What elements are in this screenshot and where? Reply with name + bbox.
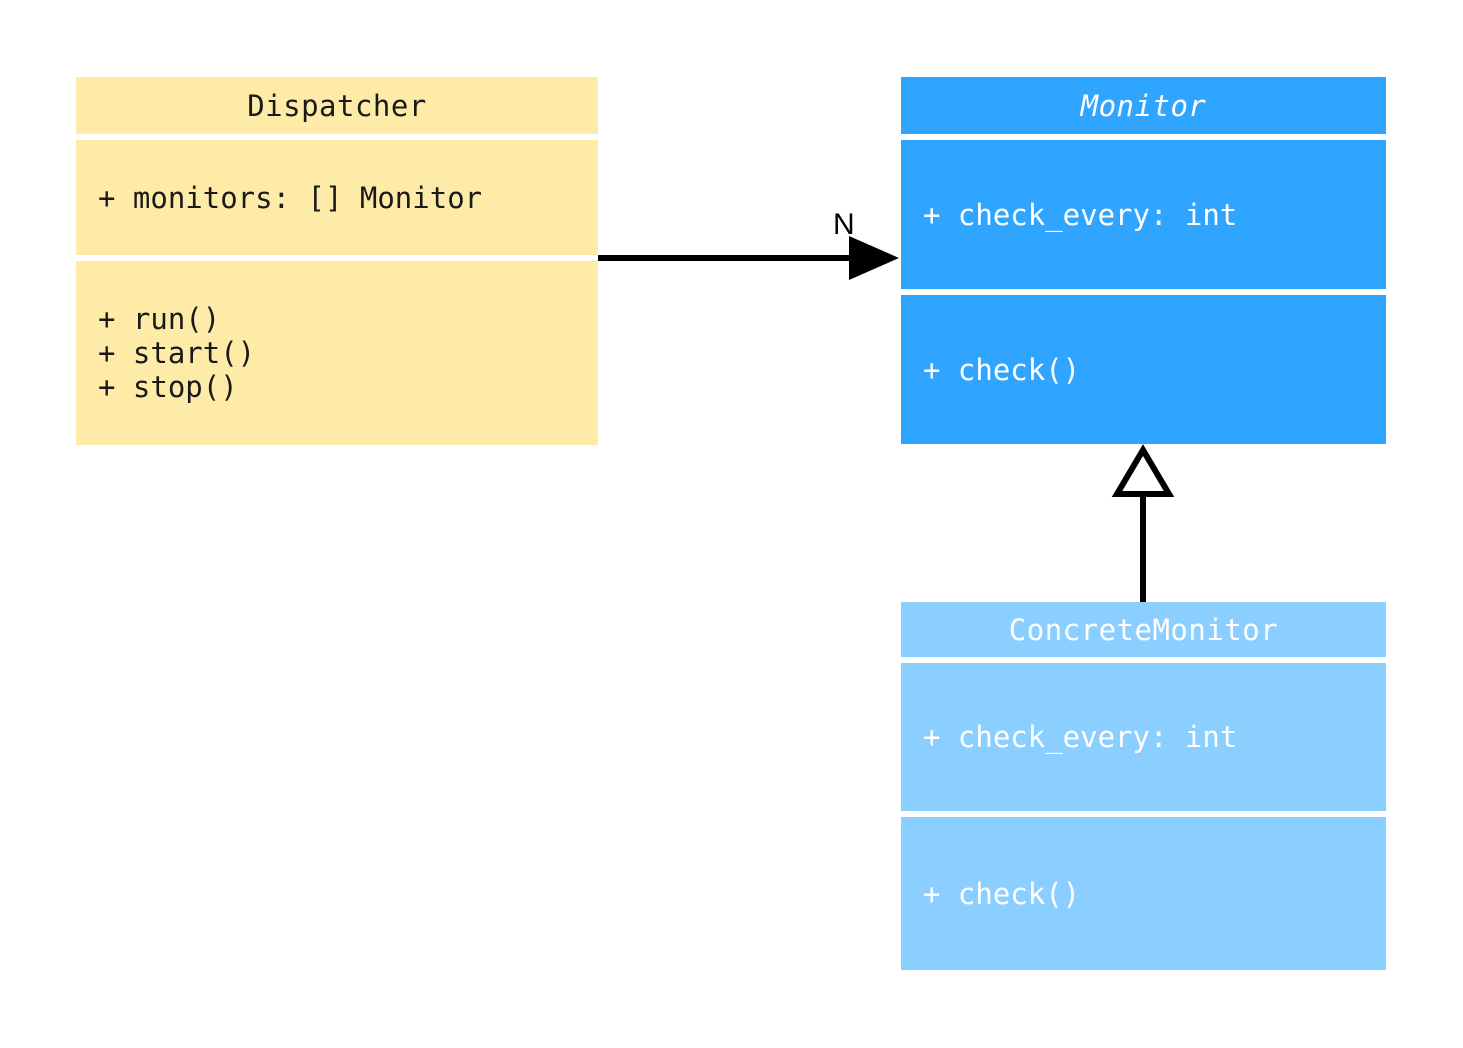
class-attributes-dispatcher: + monitors: [] Monitor [76,140,598,255]
class-title-concrete-monitor: ConcreteMonitor [901,602,1386,657]
class-methods-concrete-monitor: + check() [901,817,1386,970]
class-attributes-monitor: + check_every: int [901,140,1386,289]
class-title-monitor: Monitor [901,77,1386,134]
filled-triangle-arrowhead-icon [849,236,899,280]
generalization-concrete-monitor-monitor [1111,444,1175,602]
method-item: + start() [98,336,256,370]
hollow-triangle-arrowhead-icon [1111,444,1175,497]
method-item: + check() [923,352,1081,387]
attribute-item: + monitors: [] Monitor [98,180,483,215]
class-title-dispatcher: Dispatcher [76,77,598,134]
class-box-dispatcher[interactable]: Dispatcher + monitors: [] Monitor + run(… [76,77,598,445]
class-methods-dispatcher: + run() + start() + stop() [76,261,598,445]
association-multiplicity-label: N [833,208,855,241]
attribute-item: + check_every: int [923,720,1238,754]
method-item: + stop() [98,370,238,404]
method-item: + run() [98,302,221,336]
class-attributes-concrete-monitor: + check_every: int [901,663,1386,811]
method-item: + check() [923,876,1081,911]
class-box-monitor[interactable]: Monitor + check_every: int + check() [901,77,1386,444]
attribute-item: + check_every: int [923,197,1238,232]
class-box-concrete-monitor[interactable]: ConcreteMonitor + check_every: int + che… [901,602,1386,970]
association-dispatcher-monitor [598,236,899,280]
class-methods-monitor: + check() [901,295,1386,444]
